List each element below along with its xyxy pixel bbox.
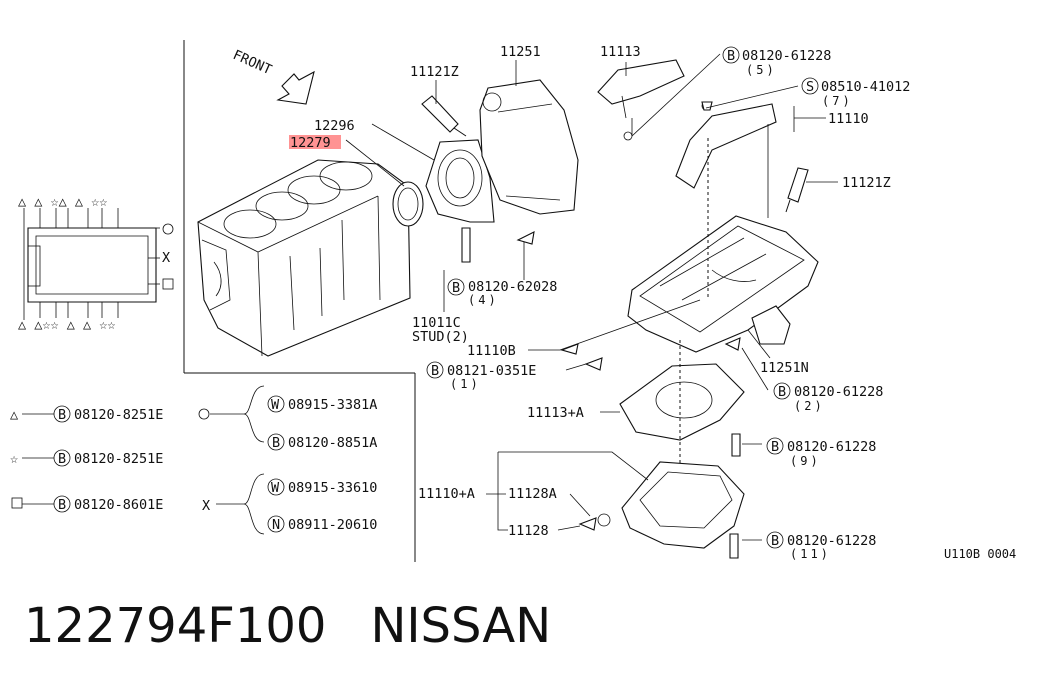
legend-row3-n: 08911-20610 (288, 517, 377, 533)
bolts (461, 101, 741, 559)
highlighted-part-marker (289, 135, 341, 149)
cylinder-block (197, 159, 411, 357)
rear-plate-part (479, 79, 579, 215)
badge-w: W (271, 480, 280, 496)
sealant-tube-part (421, 95, 467, 137)
circle-symbol (198, 408, 210, 420)
callout-12279: 12279 (290, 135, 331, 151)
part-caption: 122794F100 NISSAN (24, 598, 551, 654)
callout-11121z-top: 11121Z (410, 64, 459, 80)
badge-n: N (272, 517, 280, 533)
callout-12296: 12296 (314, 118, 355, 134)
badge-b: B (431, 363, 439, 379)
callout-11113a: 11113+A (527, 405, 584, 421)
callout-11128a: 11128A (508, 486, 557, 502)
front-label: FRONT (230, 47, 274, 78)
callout-08120-61228-11: 08120-61228 (787, 533, 876, 549)
rear-oil-seal-part (392, 181, 424, 227)
legend-row3-left: 08120-8601E (74, 497, 163, 513)
legend-row1-w: 08915-3381A (288, 397, 377, 413)
diagram-code: U110B 0004 (944, 547, 1016, 561)
callout-11128: 11128 (508, 523, 549, 539)
bolt-pattern-gasket-diagram: X △ △ ☆△ △ ☆☆ △ △☆☆ △ △ ☆☆ (18, 194, 174, 333)
frame-lines (183, 40, 416, 562)
callout-11251: 11251 (500, 44, 541, 60)
badge-b: B (771, 533, 779, 549)
badge-b: B (452, 280, 460, 296)
svg-text:△ △ ☆△ △ ☆☆: △ △ ☆△ △ ☆☆ (18, 194, 107, 210)
callout-qty-5: (5) (746, 63, 777, 77)
callout-11110a: 11110+A (418, 486, 475, 502)
badge-b: B (58, 497, 66, 513)
badge-b: B (771, 439, 779, 455)
callout-11110b: 11110B (467, 343, 516, 359)
callout-08120-61228-9: 08120-61228 (787, 439, 876, 455)
callout-11121z-right: 11121Z (842, 175, 891, 191)
callout-08120-62028: 08120-62028 (468, 279, 557, 295)
legend-row1-b: 08120-8851A (288, 435, 377, 451)
front-direction-arrow: FRONT (230, 47, 315, 105)
circled-letter-badges: B S B B B B B B B B W B W N (53, 46, 819, 549)
callout-08120-61228-mid: 08120-61228 (794, 384, 883, 400)
callout-qty-9: (9) (790, 454, 821, 468)
callout-qty-1: (1) (450, 377, 481, 391)
bracket-part (597, 59, 685, 141)
callout-qty-2: (2) (794, 399, 825, 413)
exploded-parts-diagram: FRONT (10, 40, 1016, 562)
baffle-plate-part (675, 101, 777, 189)
badge-b: B (778, 384, 786, 400)
badge-b: B (727, 48, 735, 64)
callout-11011c: 11011C (412, 315, 461, 331)
callout-qty-11: (11) (790, 547, 831, 561)
part-number: 122794F100 (24, 598, 327, 654)
callout-qty-4: (4) (468, 293, 499, 307)
sealant-tube-right-part (785, 167, 809, 213)
square-symbol (11, 497, 23, 509)
callout-11113: 11113 (600, 44, 641, 60)
legend-row2: 08120-8251E (74, 451, 163, 467)
star-symbol: ☆ (10, 451, 18, 467)
legend-row3-w: 08915-33610 (288, 480, 377, 496)
svg-text:△ △☆☆ △ △ ☆☆: △ △☆☆ △ △ ☆☆ (18, 317, 116, 333)
callout-qty-7: (7) (822, 94, 853, 108)
oil-pan-gasket-part (619, 340, 745, 470)
callout-08510-41012: 08510-41012 (821, 79, 910, 95)
legend-text: 08120-8251E 08915-3381A 08120-8851A 0812… (74, 397, 377, 533)
upper-oil-pan-part (627, 138, 819, 353)
legend-braces (22, 385, 265, 535)
badge-s: S (806, 79, 814, 95)
callout-stud: STUD(2) (412, 329, 469, 345)
rear-seal-retainer-part (425, 139, 495, 223)
small-cover-part (751, 305, 791, 345)
callout-08120-61228-top: 08120-61228 (742, 48, 831, 64)
gasket-x-marker: X (162, 250, 170, 266)
legend-row1-left: 08120-8251E (74, 407, 163, 423)
lower-oil-pan-part (621, 461, 745, 549)
callout-11110: 11110 (828, 111, 869, 127)
leader-lines (345, 53, 838, 541)
badge-b: B (58, 451, 66, 467)
legend-symbols: △ ☆ (10, 407, 210, 509)
callout-08121-0351e: 08121-0351E (447, 363, 536, 379)
legend-row3-x: X (202, 498, 210, 514)
part-callouts: 11121Z 11251 11113 08120-61228 (5) 08510… (290, 44, 1016, 561)
badge-b: B (272, 435, 280, 451)
badge-w: W (271, 397, 280, 413)
badge-b: B (58, 407, 66, 423)
callout-11251n: 11251N (760, 360, 809, 376)
brand-name: NISSAN (370, 598, 552, 654)
triangle-symbol: △ (10, 407, 19, 423)
